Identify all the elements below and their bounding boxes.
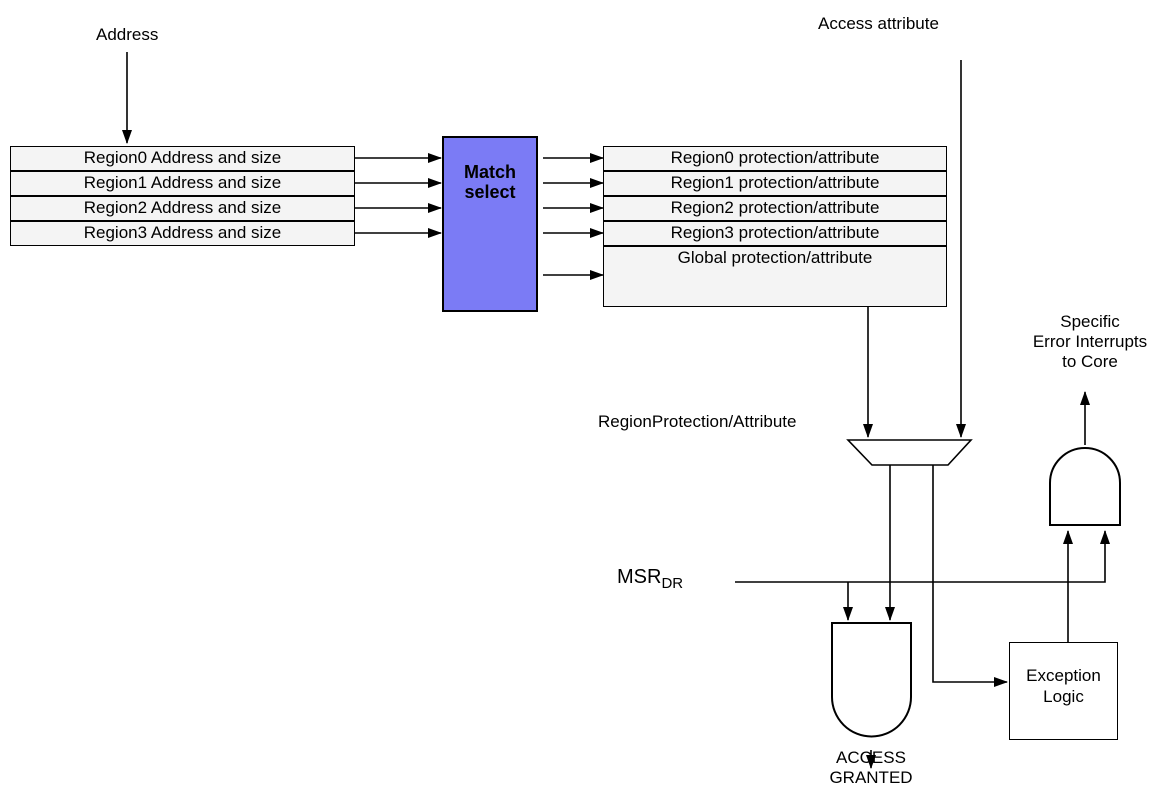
access-granted-line2: GRANTED	[829, 768, 913, 787]
match-select-line1: Match	[463, 162, 516, 182]
protection-region-row: Region2 protection/attribute	[603, 196, 947, 221]
specific-line2: Error Interrupts	[1032, 332, 1148, 351]
address-region-row: Region1 Address and size	[10, 171, 355, 196]
global-protection-row: Global protection/attribute	[603, 246, 947, 307]
interrupt-and-gate	[1049, 447, 1121, 526]
protection-region-row: Region3 protection/attribute	[603, 221, 947, 246]
access-granted-line1: ACCESS	[836, 748, 906, 767]
specific-line3: to Core	[1062, 352, 1118, 371]
protection-region-row: Region0 protection/attribute	[603, 146, 947, 171]
exception-line2: Logic	[1043, 687, 1084, 706]
exception-logic-block: Exception Logic	[1009, 642, 1118, 740]
msr-sub: DR	[661, 575, 684, 592]
match-select-block: Match select	[442, 136, 538, 312]
address-label: Address	[96, 25, 159, 44]
msr-main: MSR	[617, 566, 662, 588]
access-granted-label: ACCESS GRANTED	[816, 748, 926, 788]
specific-error-interrupts-label: Specific Error Interrupts to Core	[1025, 312, 1155, 372]
protection-region-row: Region1 protection/attribute	[603, 171, 947, 196]
match-select-line2: select	[464, 182, 516, 202]
address-region-row: Region0 Address and size	[10, 146, 355, 171]
address-region-row: Region3 Address and size	[10, 221, 355, 246]
access-attribute-label: Access attribute	[818, 14, 939, 33]
exception-line1: Exception	[1026, 666, 1101, 685]
region-protection-label: RegionProtection/Attribute	[598, 412, 797, 431]
access-and-gate	[831, 622, 912, 738]
mux	[846, 439, 973, 466]
address-region-row: Region2 Address and size	[10, 196, 355, 221]
msr-dr-label: MSRDR	[617, 565, 683, 596]
specific-line1: Specific	[1060, 312, 1120, 331]
